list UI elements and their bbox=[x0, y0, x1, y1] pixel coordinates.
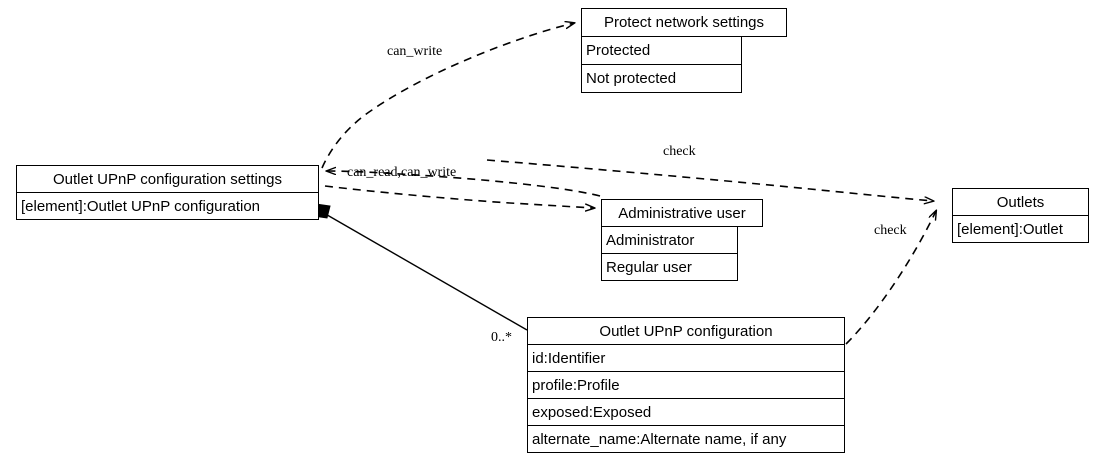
edge-label-multiplicity: 0..* bbox=[491, 330, 512, 345]
edge-label-check-top: check bbox=[663, 144, 696, 159]
class-attribute-exposed: exposed:Exposed bbox=[527, 398, 845, 426]
edge-can-write bbox=[321, 23, 574, 169]
class-title-outlet-upnp-configuration: Outlet UPnP configuration bbox=[527, 317, 845, 345]
edge-check-bottom bbox=[845, 211, 936, 345]
class-attribute-administrator: Administrator bbox=[601, 226, 738, 254]
edge-composition bbox=[305, 202, 528, 331]
class-title-protect-network-settings: Protect network settings bbox=[581, 8, 787, 37]
edge-label-can-write: can_write bbox=[387, 44, 443, 59]
class-attribute-element-outlet: [element]:Outlet bbox=[952, 215, 1089, 243]
class-attribute-protected: Protected bbox=[581, 36, 742, 65]
class-attribute-element-outlet-upnp-configuration: [element]:Outlet UPnP configuration bbox=[16, 192, 319, 220]
class-title-outlets: Outlets bbox=[952, 188, 1089, 216]
class-title-administrative-user: Administrative user bbox=[601, 199, 763, 227]
edge-settings-to-admin-user bbox=[324, 185, 594, 208]
class-attribute-regular-user: Regular user bbox=[601, 253, 738, 281]
class-attribute-profile: profile:Profile bbox=[527, 371, 845, 399]
edge-label-can-read-can-write: can_read,can_write bbox=[347, 165, 457, 180]
class-attribute-alternate-name: alternate_name:Alternate name, if any bbox=[527, 425, 845, 453]
class-title-outlet-upnp-configuration-settings: Outlet UPnP configuration settings bbox=[16, 165, 319, 193]
edge-check-top bbox=[486, 159, 933, 201]
edge-can-read-can-write bbox=[327, 171, 601, 197]
class-attribute-id: id:Identifier bbox=[527, 344, 845, 372]
class-attribute-not-protected: Not protected bbox=[581, 64, 742, 93]
edge-label-check-bottom: check bbox=[874, 223, 907, 238]
